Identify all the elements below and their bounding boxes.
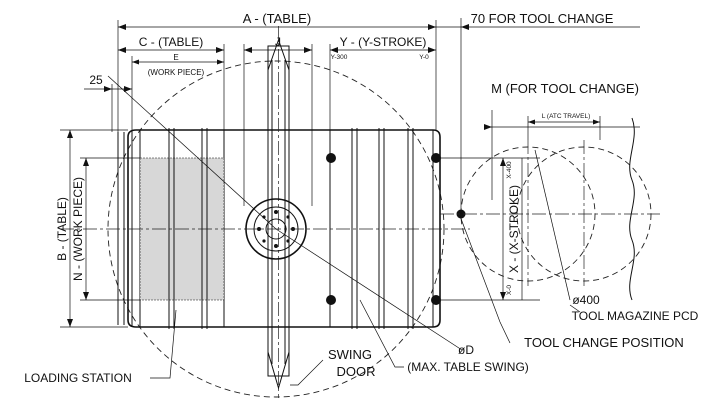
break-line [629, 117, 635, 301]
locating-pin-tr [431, 153, 441, 163]
label-c-table: C - (TABLE) [139, 35, 203, 49]
machining-table-frame [329, 129, 434, 328]
table-swing-circle [107, 60, 445, 398]
leader-max-swing [359, 299, 404, 368]
label-j: J [275, 35, 281, 49]
label-d400: ø400 [572, 293, 600, 307]
label-a-table: A - (TABLE) [243, 11, 311, 26]
leader-tool-change [459, 215, 511, 344]
leader-loading-station [150, 309, 177, 379]
label-od: øD [458, 343, 474, 357]
leader-swing-door [290, 359, 324, 386]
leader-magazine [569, 304, 581, 313]
label-y-stroke: Y - (Y-STROKE) [340, 35, 427, 49]
label-loading-station: LOADING STATION [24, 371, 132, 385]
locating-pin-br [431, 295, 441, 305]
label-swing: SWING [328, 347, 372, 362]
label-x-stroke: X - (X-STROKE) [507, 185, 521, 273]
label-x-0: X-0 [506, 285, 513, 296]
label-e: E [173, 53, 178, 62]
label-max-table-swing: (MAX. TABLE SWING) [407, 360, 529, 374]
leader-od [275, 228, 463, 351]
arrowheads [67, 24, 600, 327]
label-b-table: B - (TABLE) [55, 197, 69, 261]
label-y-0: Y-0 [419, 54, 429, 61]
label-m-tool-change: M (FOR TOOL CHANGE) [491, 81, 639, 96]
label-70-tool-change: 70 FOR TOOL CHANGE [471, 11, 614, 26]
label-n-work-piece: N - (WORK PIECE) [71, 177, 85, 281]
label-25: 25 [89, 73, 103, 87]
leader-d400 [534, 149, 571, 301]
label-tool-change-position: TOOL CHANGE POSITION [524, 335, 684, 350]
label-x-400: X-400 [506, 161, 513, 179]
label-l-atc-travel: L (ATC TRAVEL) [542, 113, 591, 120]
leader-work-piece [107, 75, 277, 230]
label-door: DOOR [337, 364, 376, 379]
locating-pin-tl [326, 153, 336, 163]
label-y-300: Y-300 [331, 54, 348, 61]
label-tool-magazine-pcd: TOOL MAGAZINE PCD [572, 309, 699, 323]
locating-pin-bl [326, 295, 336, 305]
label-work-piece-top: (WORK PIECE) [148, 68, 205, 77]
